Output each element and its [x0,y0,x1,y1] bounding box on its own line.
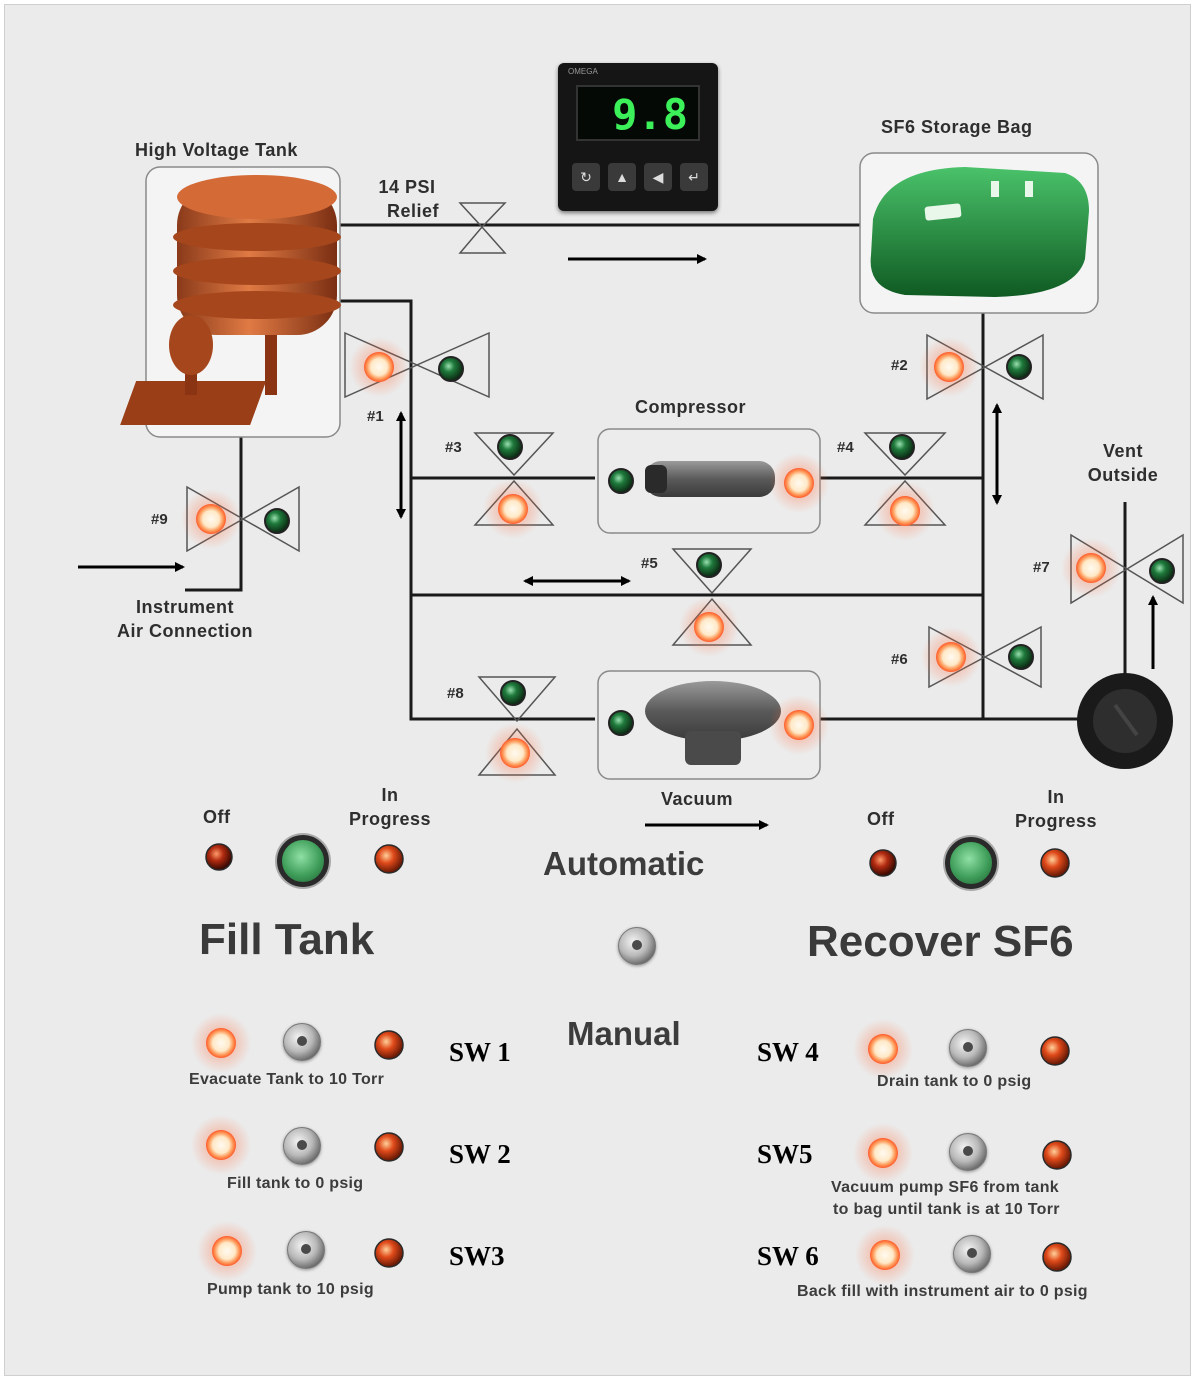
sw1-caption: Evacuate Tank to 10 Torr [189,1071,385,1088]
sw4-toggle[interactable] [949,1029,987,1067]
valve-8-label: #8 [447,685,464,702]
recover-start-button[interactable] [945,837,997,889]
recover-sf6-title: Recover SF6 [807,917,1074,966]
sw3-label: SW3 [449,1241,505,1271]
valve-9-label: #9 [151,511,168,528]
manual-label: Manual [567,1015,681,1052]
controller-left-key[interactable]: ◀ [644,163,672,191]
sw2-caption: Fill tank to 0 psig [227,1175,364,1192]
vent-label-line2: Outside [1087,465,1159,485]
vent-label-line1: Vent [1102,441,1143,461]
diagram-green-lamps [264,354,1175,736]
valve-2-label: #2 [891,357,908,374]
sf6-storage-bag-icon [870,167,1089,297]
sw5-caption-line1: Vacuum pump SF6 from tank [831,1179,1059,1196]
mode-toggle-switch[interactable] [618,927,656,965]
valve-3-label: #3 [445,439,462,456]
automatic-label: Automatic [543,845,705,882]
vacuum-pump-icon [645,681,781,765]
pipe-lines [185,223,1127,721]
recover-in-progress-line1: In [1047,787,1065,807]
sw2-label: SW 2 [449,1139,511,1169]
high-voltage-tank-icon [120,175,341,425]
switch-lamps [191,1013,1072,1285]
recover-off-label: Off [867,809,895,829]
tank-label: High Voltage Tank [135,140,298,160]
controller-display: 9.8 [576,85,700,141]
fill-tank-title: Fill Tank [199,915,375,964]
sw6-label: SW 6 [757,1241,819,1271]
sw2-toggle[interactable] [283,1127,321,1165]
recover-in-progress-line2: Progress [1014,811,1098,831]
diagram-lit-lamps [181,337,1121,783]
sw1-label: SW 1 [449,1037,511,1067]
sw1-toggle[interactable] [283,1023,321,1061]
valve-4-label: #4 [837,439,854,456]
valve-6-label: #6 [891,651,908,668]
sw5-caption-line2: to bag until tank is at 10 Torr [833,1201,1060,1218]
vent-fan-icon [1077,673,1173,769]
sw6-caption: Back fill with instrument air to 0 psig [797,1283,1088,1300]
controller-enter-key[interactable]: ↵ [680,163,708,191]
schematic-diagram [78,152,1184,1285]
air-label-line2: Air Connection [117,621,253,641]
relief-label-line1: 14 PSI [378,177,436,197]
valve-1-label: #1 [367,408,384,425]
compressor-label: Compressor [635,397,747,417]
sw4-label: SW 4 [757,1037,819,1067]
digital-controller: OMEGA 9.8 ↻ ▲ ◀ ↵ [558,63,718,211]
valve-5-label: #5 [641,555,658,572]
fill-off-label: Off [203,807,231,827]
sw4-caption: Drain tank to 0 psig [877,1073,1032,1090]
sw3-caption: Pump tank to 10 psig [207,1281,374,1298]
fill-in-progress-line1: In [381,785,399,805]
sw3-toggle[interactable] [287,1231,325,1269]
controller-cycle-key[interactable]: ↻ [572,163,600,191]
sw5-label: SW5 [757,1139,813,1169]
vacuum-label: Vacuum [661,789,734,809]
control-panel: OMEGA 9.8 ↻ ▲ ◀ ↵ High Voltage Tank 14 P… [4,4,1191,1376]
bag-label: SF6 Storage Bag [881,117,1033,137]
relief-label-line2: Relief [386,201,440,221]
sw6-toggle[interactable] [953,1235,991,1273]
fill-start-button[interactable] [277,835,329,887]
sw5-toggle[interactable] [949,1133,987,1171]
compressor-icon [645,461,775,497]
status-lamps [205,843,1070,878]
controller-brand: OMEGA [568,67,598,76]
air-label-line1: Instrument [135,597,234,617]
controller-up-key[interactable]: ▲ [608,163,636,191]
fill-in-progress-line2: Progress [348,809,432,829]
valve-7-label: #7 [1033,559,1050,576]
